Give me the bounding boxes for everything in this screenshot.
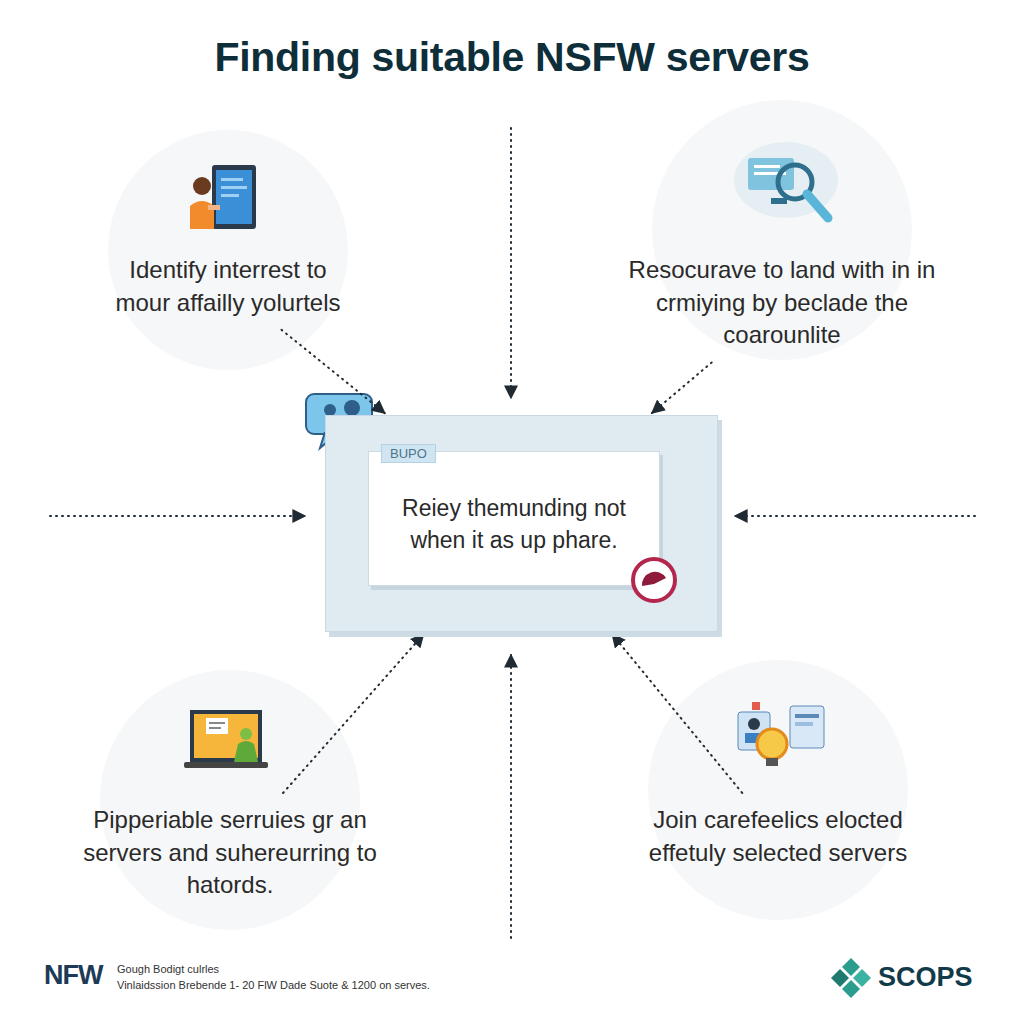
step-text: Identify interrest to mour affailly yolu… [107, 254, 349, 319]
team-idea-icon [738, 702, 824, 766]
faint-backgrounds [100, 100, 912, 930]
badge-icon [630, 556, 678, 604]
step-text-block: Join carefeelics elocted effetuly select… [613, 796, 943, 877]
inner-card: BUPOReiey themunding not when it as up p… [368, 451, 660, 586]
laptop-icon [184, 710, 268, 768]
dotted-connector [281, 330, 384, 413]
scops-logo-mark [831, 958, 871, 998]
step-text: Resocurave to land with in in crmiying b… [617, 254, 947, 352]
footer-note: Gough Bodigt culrles [117, 963, 219, 975]
step-text-block: Resocurave to land with in in crmiying b… [607, 246, 957, 360]
search-icon [734, 142, 838, 218]
step-text-block: Identify interrest to mour affailly yolu… [97, 246, 359, 327]
brand-logo: SCOPS [878, 962, 973, 993]
step-text: Join carefeelics elocted effetuly select… [623, 804, 933, 869]
footer-logo: NFW [44, 960, 102, 991]
person-tablet-icon [190, 165, 256, 229]
dotted-guides [50, 128, 975, 938]
dotted-connector [283, 634, 423, 793]
step-text-block: Pipperiable serruies gr an servers and s… [55, 796, 405, 910]
center-panel: BUPO Reiey themunding not when it as up p… [325, 415, 718, 632]
step-text: Pipperiable serruies gr an servers and s… [65, 804, 395, 902]
card-text: Reiey themunding not when it as up phare… [379, 492, 649, 556]
dotted-connector [652, 362, 712, 413]
diagram-title: Finding suitable NSFW servers [0, 34, 1024, 81]
card-tab: BUPO [381, 444, 436, 463]
footer-note: Vinlaidssion Brebende 1- 20 FlW Dade Suo… [117, 979, 430, 991]
dotted-connector [612, 634, 742, 793]
